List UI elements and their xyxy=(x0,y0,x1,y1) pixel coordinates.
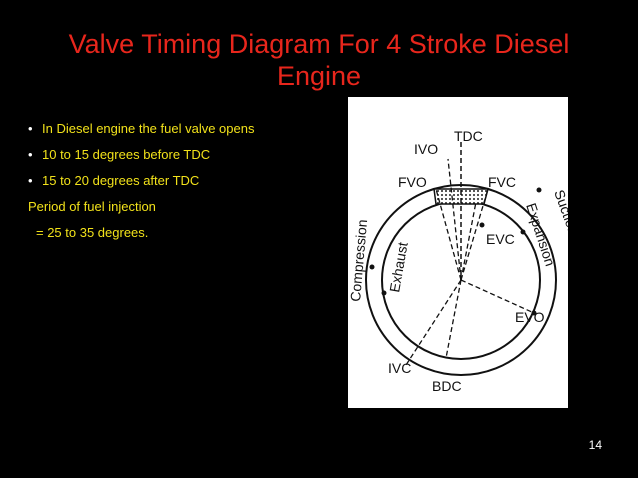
evo-line xyxy=(460,279,535,314)
tdc-label: TDC xyxy=(454,128,483,144)
ivo-label: IVO xyxy=(414,141,438,157)
bullet-marker: • xyxy=(28,173,33,188)
arrow-exhaust xyxy=(381,290,387,296)
bullet-text: 10 to 15 degrees before TDC xyxy=(42,147,211,162)
bdc-line xyxy=(445,279,462,359)
bdc-label: BDC xyxy=(432,378,462,394)
injection-period-label: Period of fuel injection xyxy=(28,199,156,214)
bullet-marker: • xyxy=(28,121,33,136)
slide-title: Valve Timing Diagram For 4 Stroke Diesel… xyxy=(68,29,570,91)
bullet-marker: • xyxy=(28,147,33,162)
expansion-label: Expansion xyxy=(523,201,558,268)
evc-line xyxy=(460,201,477,281)
bullet-text: 15 to 20 degrees after TDC xyxy=(42,173,200,188)
ivc-line xyxy=(405,279,462,366)
arrow-evc xyxy=(479,222,485,228)
slide-number: 14 xyxy=(588,438,602,452)
fvc-label: FVC xyxy=(488,174,516,190)
fuel-injection-band xyxy=(433,188,489,205)
evo-label: EVO xyxy=(515,309,545,325)
valve-timing-diagram: TDC IVO FVO FVC EVC EVO IVC BDC Suction … xyxy=(348,97,568,408)
arrow-evo xyxy=(531,310,537,316)
bullet-item: • In Diesel engine the fuel valve opens xyxy=(28,118,328,144)
ivc-label: IVC xyxy=(388,360,411,376)
bullet-text: In Diesel engine the fuel valve opens xyxy=(42,121,255,136)
arrow-compression xyxy=(369,264,375,270)
valve-timing-svg: TDC IVO FVO FVC EVC EVO IVC BDC Suction … xyxy=(348,128,568,394)
injection-period-value: = 25 to 35 degrees. xyxy=(36,225,149,240)
bullet-list: • In Diesel engine the fuel valve opens •… xyxy=(28,118,328,248)
fvo-label: FVO xyxy=(398,174,427,190)
arrow-expansion xyxy=(520,229,526,235)
bullet-item: • 10 to 15 degrees before TDC xyxy=(28,144,328,170)
evc-label: EVC xyxy=(486,231,515,247)
arrow-suction xyxy=(536,187,542,193)
exhaust-label: Exhaust xyxy=(386,241,411,294)
compression-label: Compression xyxy=(348,219,370,303)
suction-label: Suction xyxy=(551,188,568,237)
bullet-item: • 15 to 20 degrees after TDC xyxy=(28,170,328,196)
ivo-line xyxy=(447,158,462,281)
